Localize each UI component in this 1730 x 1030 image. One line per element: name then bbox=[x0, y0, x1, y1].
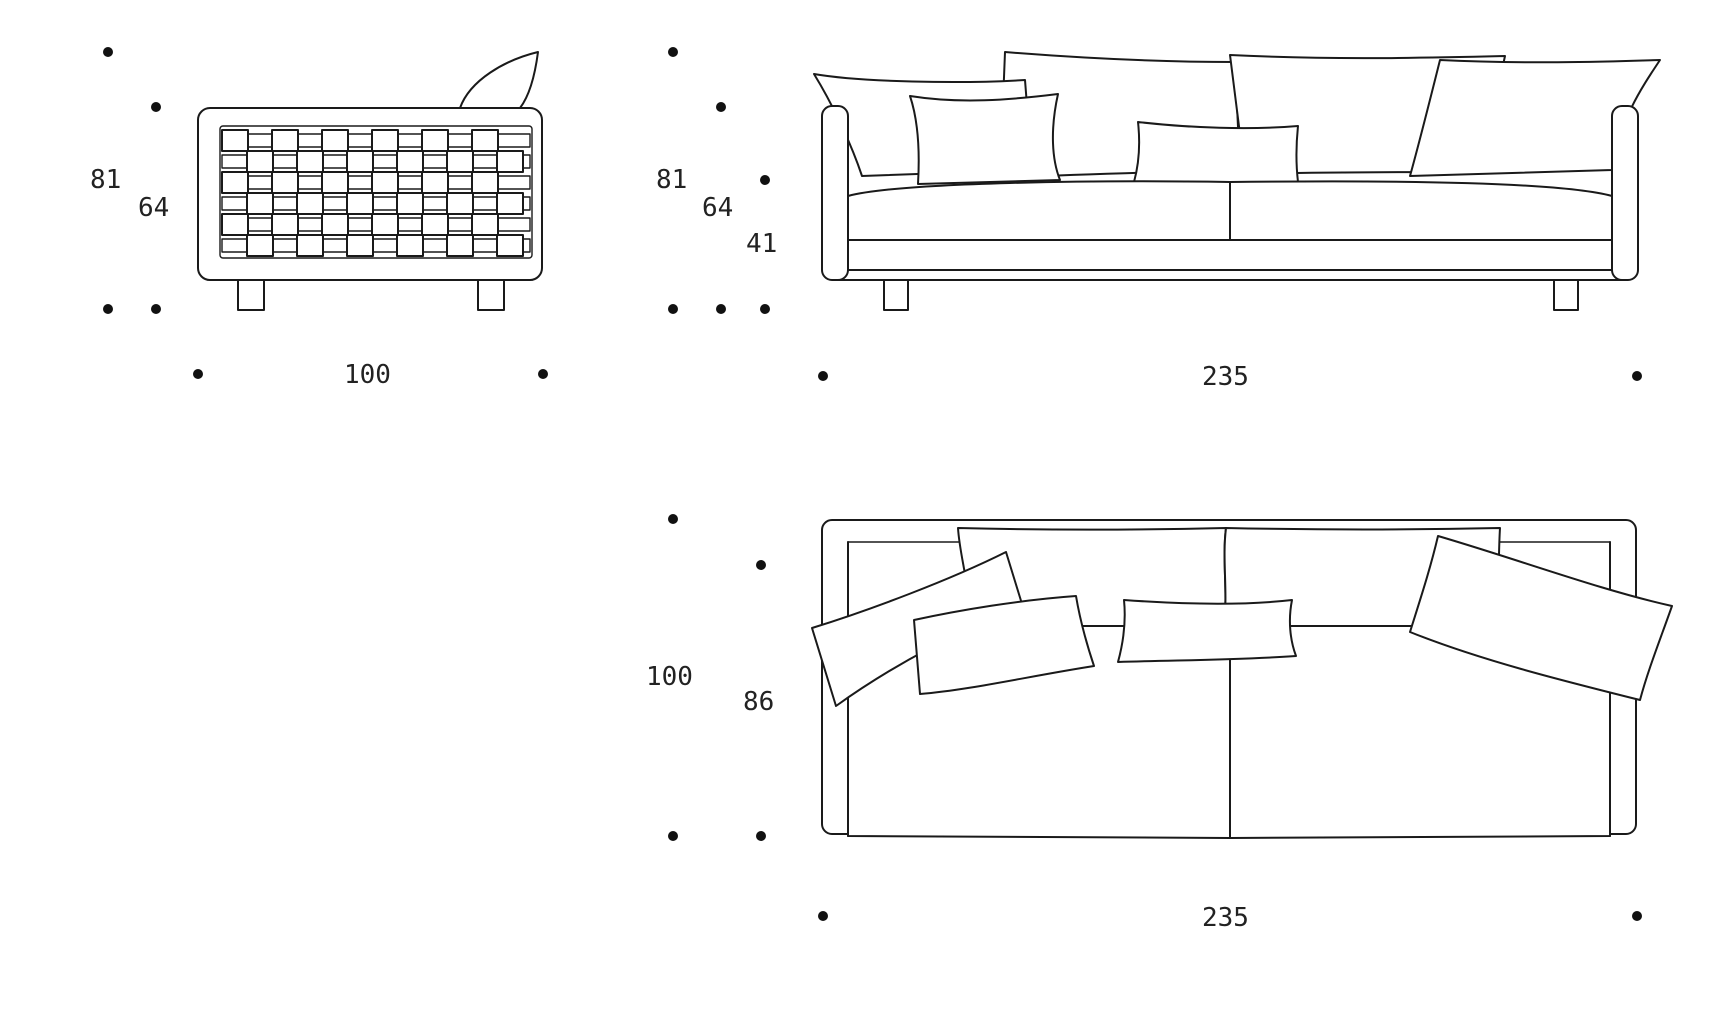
weave-crossing bbox=[321, 213, 349, 236]
dimension-marker bbox=[760, 175, 770, 185]
weave-crossing bbox=[396, 192, 424, 215]
dimension-marker bbox=[756, 560, 766, 570]
weave-crossing bbox=[421, 129, 449, 152]
weave-crossing bbox=[446, 192, 474, 215]
weave-crossing bbox=[296, 234, 324, 257]
dimension-marker bbox=[668, 514, 678, 524]
dimension-marker bbox=[1632, 371, 1642, 381]
weave-crossing bbox=[246, 150, 274, 173]
weave-crossing bbox=[271, 171, 299, 194]
dimension-marker bbox=[103, 47, 113, 57]
side-depth: 100 bbox=[344, 360, 391, 390]
weave-crossing bbox=[496, 192, 524, 215]
weave-crossing bbox=[446, 150, 474, 173]
weave-crossing bbox=[346, 192, 374, 215]
top-depth-overall: 100 bbox=[646, 662, 693, 692]
weave-crossing bbox=[371, 171, 399, 194]
weave-crossing bbox=[446, 234, 474, 257]
front-seat-cushion-right bbox=[1229, 180, 1613, 241]
dimension-marker bbox=[818, 371, 828, 381]
weave-crossing bbox=[471, 213, 499, 236]
weave-strap bbox=[221, 154, 531, 169]
front-arm-right bbox=[1611, 105, 1639, 281]
weave-crossing bbox=[246, 234, 274, 257]
weave-crossing bbox=[371, 213, 399, 236]
weave-crossing bbox=[496, 150, 524, 173]
weave-crossing bbox=[421, 213, 449, 236]
side-view-weave bbox=[221, 129, 531, 257]
weave-crossing bbox=[471, 171, 499, 194]
dimension-marker bbox=[151, 102, 161, 112]
weave-crossing bbox=[296, 150, 324, 173]
weave-strap bbox=[221, 196, 531, 211]
dimension-marker bbox=[716, 102, 726, 112]
weave-crossing bbox=[296, 192, 324, 215]
weave-crossing bbox=[346, 150, 374, 173]
weave-crossing bbox=[221, 171, 249, 194]
front-leg-right bbox=[1553, 279, 1579, 311]
dimension-marker bbox=[668, 831, 678, 841]
dimension-marker bbox=[668, 304, 678, 314]
dimension-marker bbox=[818, 911, 828, 921]
weave-crossing bbox=[346, 234, 374, 257]
dimension-marker bbox=[103, 304, 113, 314]
top-width: 235 bbox=[1202, 903, 1249, 933]
dimension-marker bbox=[151, 304, 161, 314]
front-seat-height: 41 bbox=[746, 229, 777, 259]
front-back-cushion-3 bbox=[1409, 59, 1661, 177]
side-seat-back-height: 64 bbox=[138, 193, 169, 223]
top-pillow-3 bbox=[1117, 599, 1297, 663]
dimension-marker bbox=[716, 304, 726, 314]
weave-crossing bbox=[271, 213, 299, 236]
side-view-leg-left bbox=[237, 279, 265, 311]
front-scatter-pillow-2 bbox=[1133, 121, 1299, 183]
weave-crossing bbox=[221, 213, 249, 236]
front-back-height: 64 bbox=[702, 193, 733, 223]
dimension-marker bbox=[760, 304, 770, 314]
weave-crossing bbox=[271, 129, 299, 152]
dimension-marker bbox=[1632, 911, 1642, 921]
front-arm-left bbox=[821, 105, 849, 281]
top-pillow-2 bbox=[913, 595, 1095, 695]
front-seat-cushion-left bbox=[847, 180, 1231, 241]
front-base bbox=[847, 239, 1613, 271]
front-height-overall: 81 bbox=[656, 165, 687, 195]
dimension-marker bbox=[668, 47, 678, 57]
dimension-marker bbox=[538, 369, 548, 379]
weave-crossing bbox=[471, 129, 499, 152]
weave-crossing bbox=[321, 171, 349, 194]
weave-strap bbox=[221, 238, 531, 253]
weave-crossing bbox=[321, 129, 349, 152]
front-view: 81 64 41 235 bbox=[656, 47, 1661, 392]
side-view-back-cushion bbox=[459, 51, 539, 109]
dimension-marker bbox=[756, 831, 766, 841]
dimension-marker bbox=[193, 369, 203, 379]
weave-crossing bbox=[396, 234, 424, 257]
front-leg-left bbox=[883, 279, 909, 311]
front-scatter-pillow-1 bbox=[909, 93, 1061, 185]
side-view-inner-panel bbox=[219, 125, 533, 259]
top-pillow-4 bbox=[1409, 535, 1673, 701]
weave-crossing bbox=[396, 150, 424, 173]
weave-crossing bbox=[421, 171, 449, 194]
weave-crossing bbox=[496, 234, 524, 257]
side-view-leg-right bbox=[477, 279, 505, 311]
weave-crossing bbox=[221, 129, 249, 152]
weave-crossing bbox=[246, 192, 274, 215]
side-view: 81 64 100 bbox=[90, 47, 548, 390]
top-seat-depth: 86 bbox=[743, 687, 774, 717]
weave-crossing bbox=[371, 129, 399, 152]
side-height-overall: 81 bbox=[90, 165, 121, 195]
top-view: 100 86 235 bbox=[646, 514, 1673, 933]
front-width: 235 bbox=[1202, 362, 1249, 392]
